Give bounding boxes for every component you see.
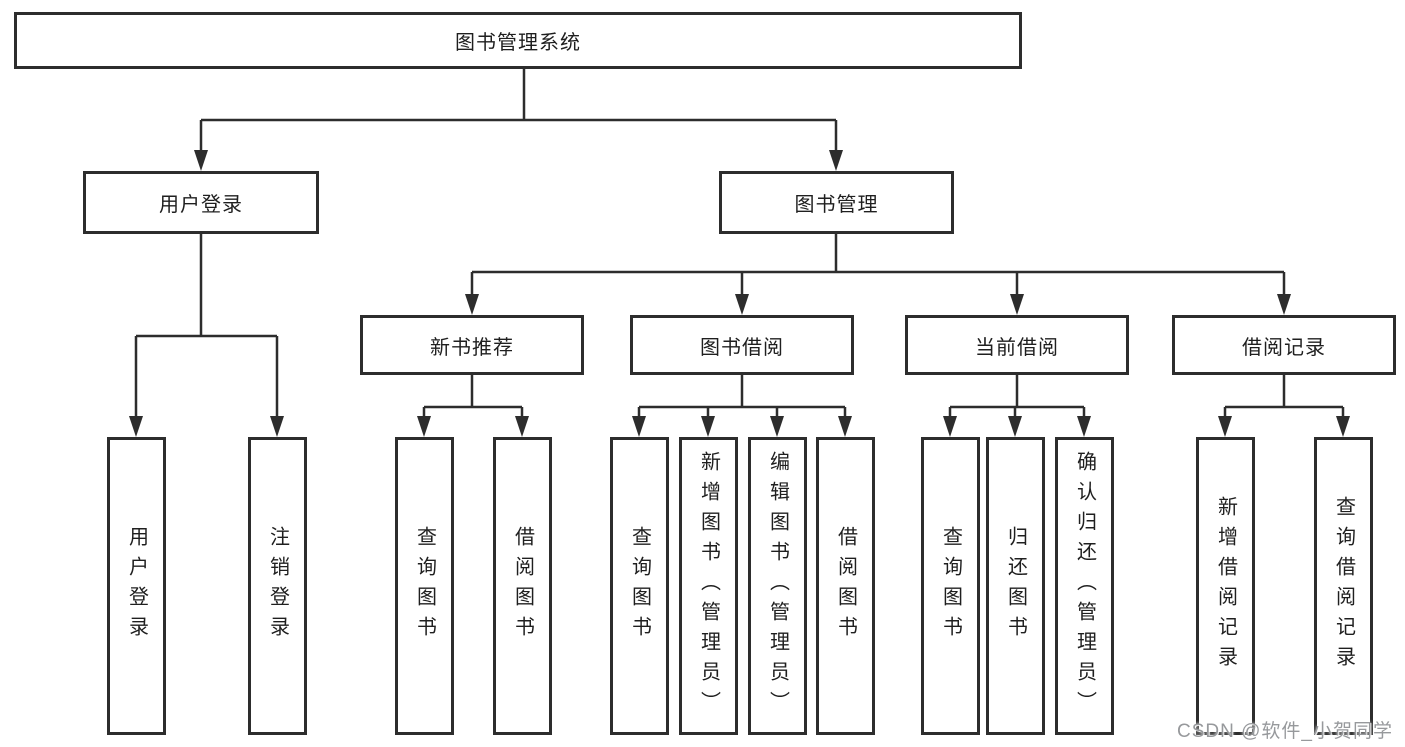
node-label: 查询图书 (628, 526, 651, 646)
node-label: 归还图书 (1004, 526, 1027, 646)
leaf-return-book: 归还图书 (986, 437, 1045, 735)
node-label: 新增借阅记录 (1214, 496, 1237, 676)
leaf-add-book-admin: 新增图书（管理员） (679, 437, 738, 735)
node-label: 当前借阅 (975, 336, 1059, 359)
arrowhead-icons (129, 150, 1350, 437)
node-label: 用户登录 (159, 194, 243, 216)
node-label: 新书推荐 (430, 336, 514, 359)
node-label: 查询借阅记录 (1332, 496, 1355, 676)
csdn-watermark: CSDN @软件_小贺同学 (1177, 721, 1393, 742)
node-label: 图书管理 (794, 194, 879, 216)
leaf-confirm-return-admin: 确认归还（管理员） (1055, 437, 1114, 735)
node-label: 借阅记录 (1242, 336, 1326, 359)
node-label: 确认归还（管理员） (1073, 451, 1096, 721)
node-label: 借阅图书 (834, 526, 857, 646)
node-label: 用户登录 (125, 526, 148, 646)
node-new-book-recommendation: 新书推荐 (360, 315, 584, 375)
node-label: 新增图书（管理员） (697, 451, 720, 721)
leaf-add-borrow-record: 新增借阅记录 (1196, 437, 1255, 735)
leaf-logout: 注销登录 (248, 437, 307, 735)
node-label: 编辑图书（管理员） (766, 451, 789, 721)
node-current-borrowing: 当前借阅 (905, 315, 1129, 375)
node-label: 图书借阅 (700, 336, 784, 359)
leaf-query-books-current: 查询图书 (921, 437, 980, 735)
node-book-management: 图书管理 (719, 171, 954, 234)
node-borrowing-records: 借阅记录 (1172, 315, 1396, 375)
leaf-borrow-books-recommend: 借阅图书 (493, 437, 552, 735)
node-label: 查询图书 (413, 526, 436, 646)
node-label: 图书管理系统 (455, 32, 581, 54)
node-label: 注销登录 (266, 526, 289, 646)
node-label: 借阅图书 (511, 526, 534, 646)
node-label: 查询图书 (939, 526, 962, 646)
leaf-query-borrow-record: 查询借阅记录 (1314, 437, 1373, 735)
leaf-borrow-books-borrowing: 借阅图书 (816, 437, 875, 735)
node-user-login: 用户登录 (83, 171, 319, 234)
leaf-user-login: 用户登录 (107, 437, 166, 735)
node-book-borrowing: 图书借阅 (630, 315, 854, 375)
leaf-query-books-recommend: 查询图书 (395, 437, 454, 735)
leaf-query-books-borrowing: 查询图书 (610, 437, 669, 735)
node-library-management-system: 图书管理系统 (14, 12, 1022, 69)
leaf-edit-book-admin: 编辑图书（管理员） (748, 437, 807, 735)
